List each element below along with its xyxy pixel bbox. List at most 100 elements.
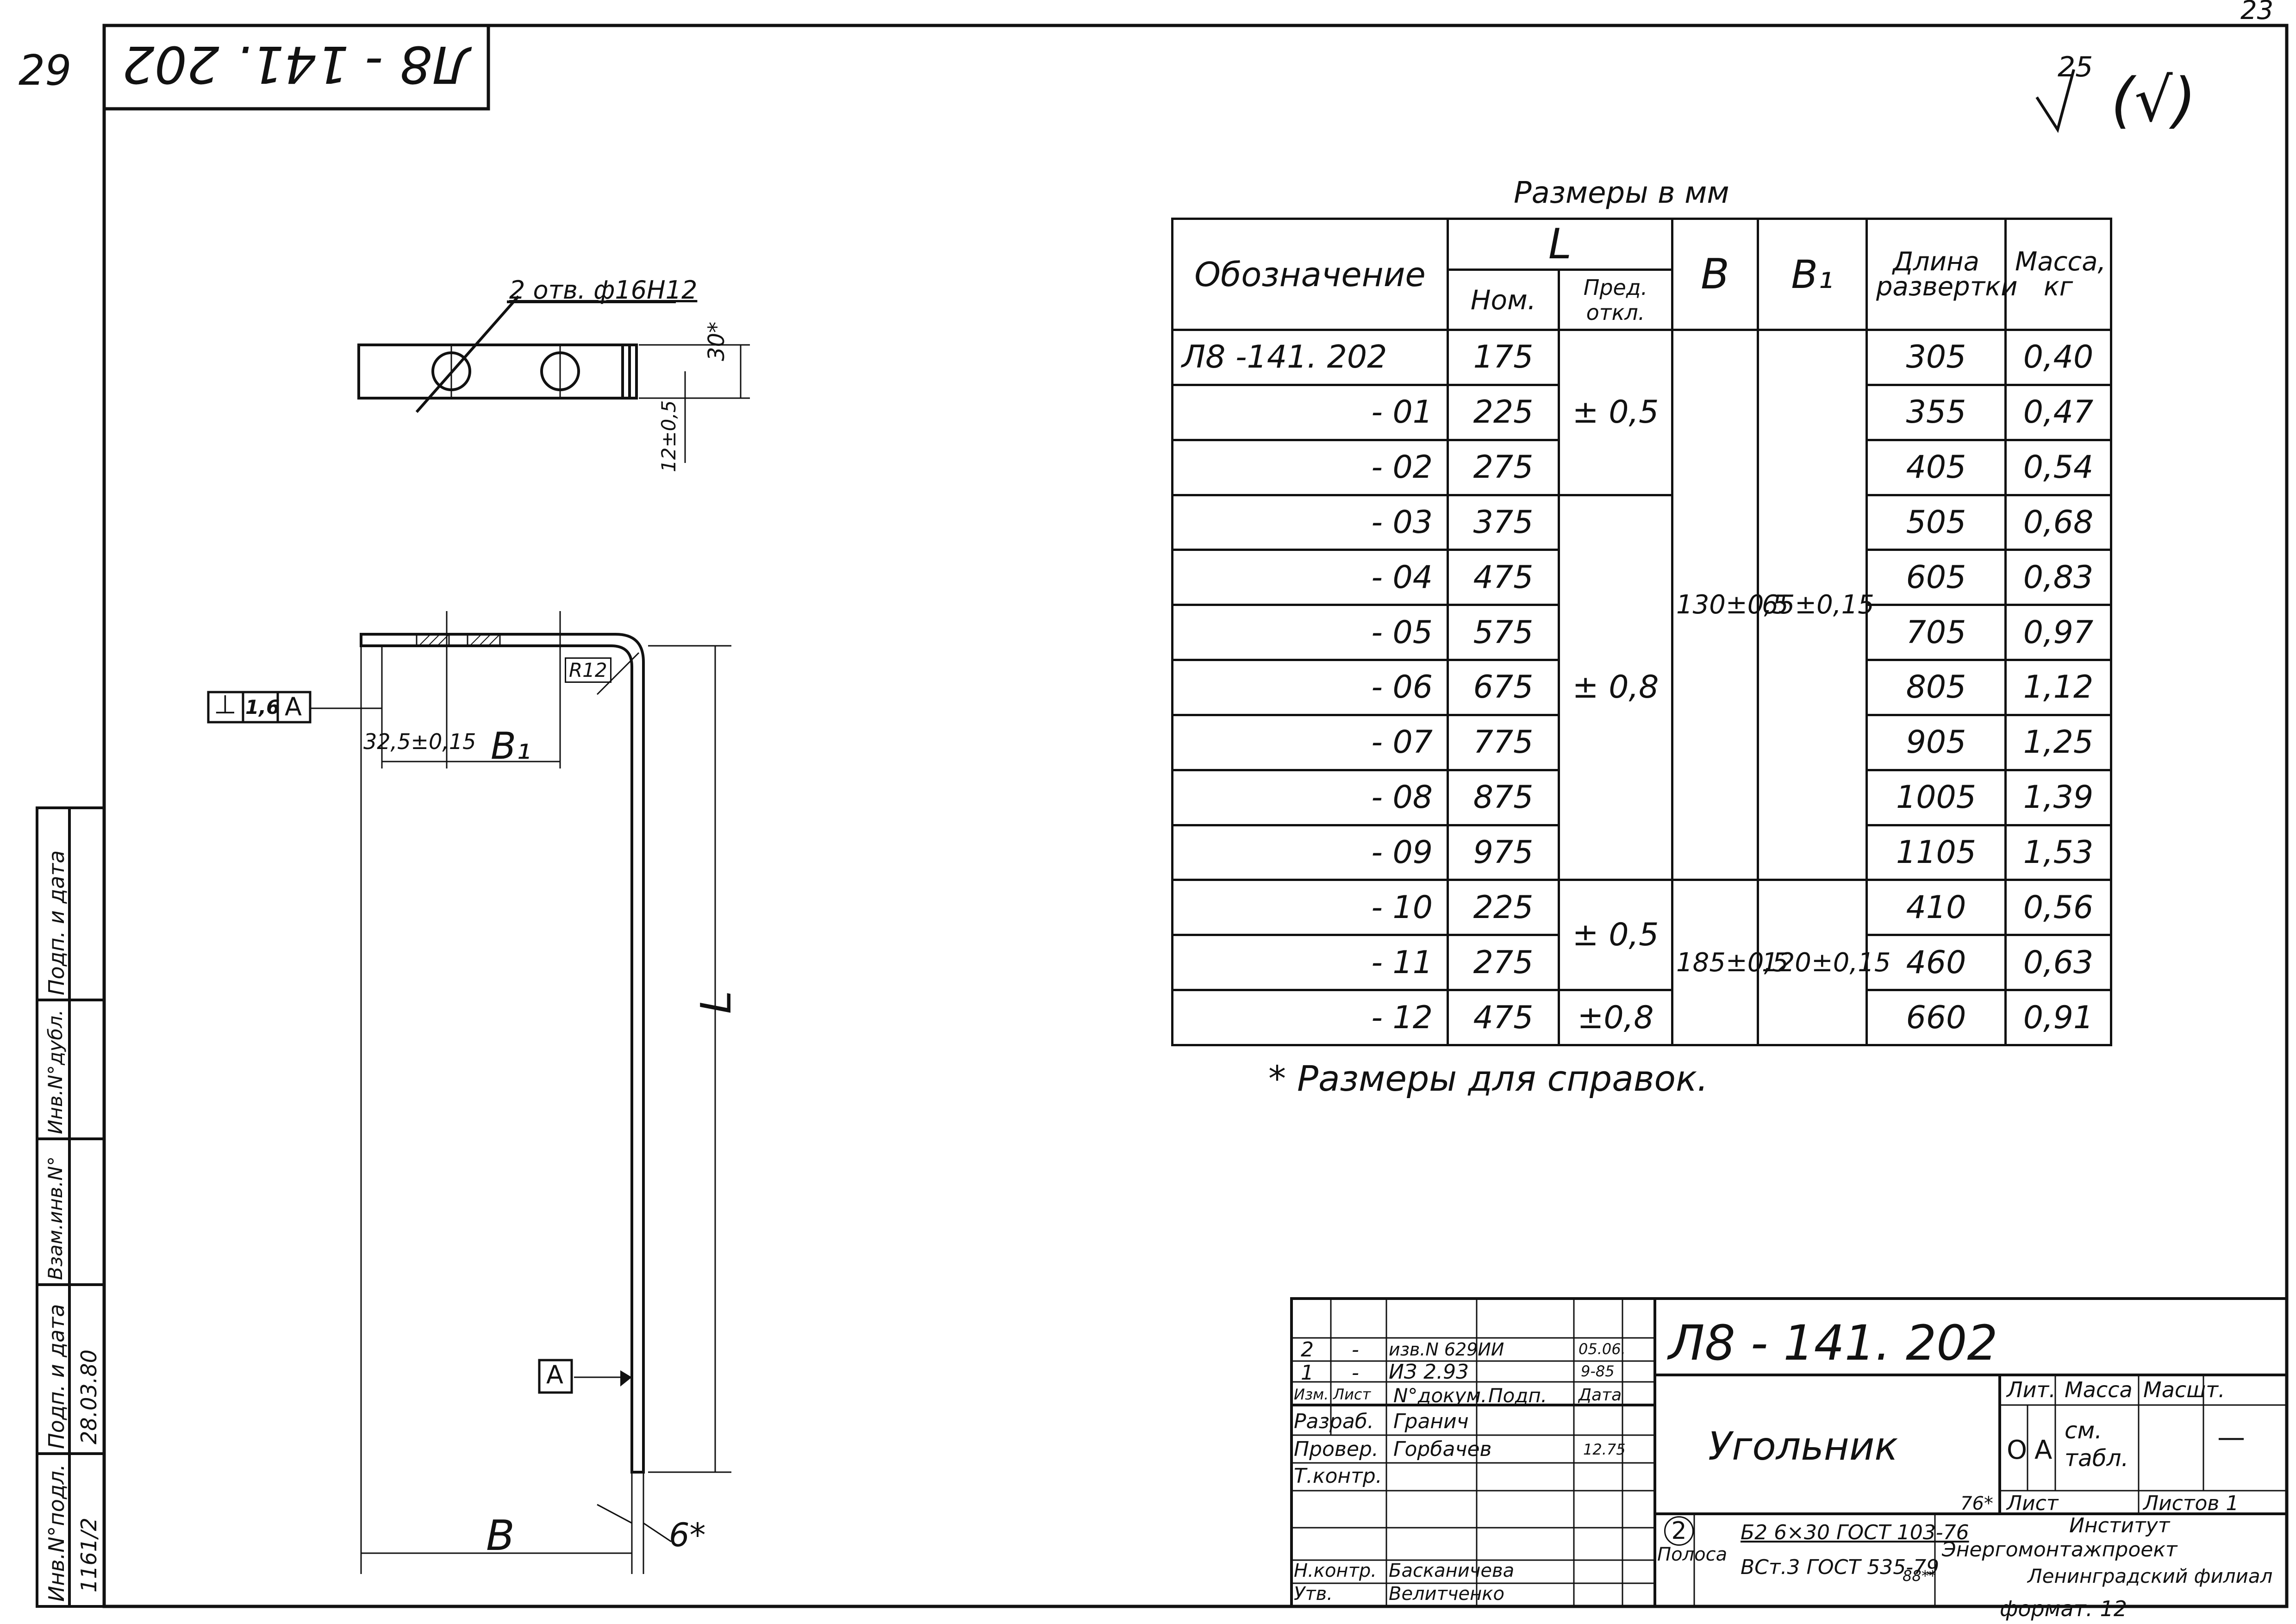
cell-nom: 475 — [1447, 989, 1560, 1046]
tolerance-value: 1,6 — [245, 696, 280, 718]
cell-length: 355 — [1866, 383, 2007, 441]
table-row: - 03 375 ± 0,8 505 0,68 — [1171, 493, 2112, 881]
cell-b: 130±0,5 — [1671, 328, 1789, 881]
cell-designation: - 02 — [1171, 438, 1449, 496]
cell-nom: 275 — [1447, 934, 1560, 992]
dim-6: 6* — [669, 1516, 706, 1554]
cell-mass: 0,47 — [2004, 383, 2112, 441]
cell-designation: - 03 — [1171, 493, 1449, 551]
radius-label: R12 — [565, 657, 611, 683]
table-row: - 02 275 405 0,54 — [1171, 438, 2112, 496]
header-tol: Пред. откл. — [1558, 269, 1673, 331]
cell-designation: - 09 — [1171, 824, 1449, 881]
cell-mass: 1,12 — [2004, 659, 2112, 716]
role-name: Басканичева — [1389, 1560, 1515, 1581]
header-mass: Масса, кг — [2004, 218, 2112, 331]
cell-nom: 375 — [1447, 493, 1560, 551]
cell-designation: - 06 — [1171, 659, 1449, 716]
cell-mass: 0,83 — [2004, 549, 2112, 606]
hdr-sign: Подп. — [1488, 1384, 1547, 1407]
tolerance-frame — [207, 691, 312, 724]
rev-date: 9-85 — [1581, 1362, 1615, 1380]
hdr-doc: N°докум. — [1393, 1384, 1487, 1407]
roughness-suffix: (√) — [2111, 65, 2196, 135]
rev-doc: ИЗ 2.93 — [1389, 1360, 1469, 1384]
cell-length: 1005 — [1866, 768, 2007, 826]
sidebar-value: 1161/2 — [76, 1518, 101, 1593]
header-l: L — [1447, 218, 1673, 271]
cell-designation: - 01 — [1171, 383, 1449, 441]
header-nom: Ном. — [1447, 269, 1560, 331]
material-ref: 88** — [1903, 1567, 1936, 1585]
cell-designation: - 07 — [1171, 713, 1449, 771]
table-row: - 01 225 355 0,47 — [1171, 383, 2112, 441]
cell-length: 605 — [1866, 549, 2007, 606]
rev-izm: 2 — [1301, 1338, 1314, 1362]
table-row: - 06 675 805 1,12 — [1171, 659, 2112, 716]
cell-mass: 0,40 — [2004, 329, 2112, 386]
cell-length: 705 — [1866, 604, 2007, 662]
cell-mass: 0,68 — [2004, 493, 2112, 551]
datum-a-label: A — [546, 1360, 563, 1389]
table-row: - 11 275 460 0,63 — [1171, 934, 2112, 992]
lit-label: Лит. — [2007, 1377, 2056, 1402]
rev-date: 05.06. — [1578, 1340, 1626, 1358]
table-caption: Размеры в мм — [1514, 176, 1729, 210]
cell-length: 505 — [1866, 493, 2007, 551]
cell-nom: 475 — [1447, 549, 1560, 606]
dim-b: B — [486, 1512, 515, 1560]
scale-label: Масшт. — [2143, 1377, 2225, 1402]
cell-length: 460 — [1866, 934, 2007, 992]
cell-nom: 575 — [1447, 604, 1560, 662]
material-spec-2: ВСт.3 ГОСТ 535-79 — [1741, 1555, 1940, 1579]
cell-length: 405 — [1866, 438, 2007, 496]
sidebar-label: Взам.инв.N° — [44, 1156, 67, 1280]
role-label: Разраб. — [1294, 1410, 1374, 1433]
header-b1: B₁ — [1757, 218, 1868, 331]
header-b: B — [1671, 218, 1759, 331]
cell-mass: 1,25 — [2004, 713, 2112, 771]
page-number-left: 29 — [19, 46, 72, 95]
cell-designation: - 11 — [1171, 934, 1449, 992]
cell-designation: Л8 -141. 202 — [1171, 329, 1449, 386]
cell-mass: 0,91 — [2004, 989, 2112, 1046]
lit-value-1: О — [2007, 1435, 2028, 1465]
cell-nom: 225 — [1447, 879, 1560, 937]
cell-length: 305 — [1866, 329, 2007, 386]
page-number-right: 23 — [2240, 0, 2274, 25]
sidebar-label: Инв.N°дубл. — [44, 1009, 67, 1134]
hdr-date: Дата — [1578, 1386, 1622, 1405]
cell-nom: 225 — [1447, 383, 1560, 441]
table-note: * Размеры для справок. — [1268, 1058, 1709, 1099]
titleblock-name: Угольник — [1708, 1424, 1898, 1469]
material-number: 2 — [1664, 1516, 1694, 1546]
cell-b1: 120±0,15 — [1757, 879, 1891, 1046]
cell-nom: 775 — [1447, 713, 1560, 771]
header-designation: Обозначение — [1171, 218, 1449, 331]
sheets-label: Листов 1 — [2143, 1492, 2239, 1515]
role-label: Т.контр. — [1294, 1464, 1382, 1488]
titleblock-designation: Л8 - 141. 202 — [1668, 1315, 1998, 1371]
sidebar-label: Подп. и дата — [44, 850, 69, 995]
cell-designation: - 10 — [1171, 879, 1449, 937]
material-name: Полоса — [1657, 1544, 1728, 1565]
role-date: 12.75 — [1583, 1441, 1626, 1458]
role-name: Гранич — [1393, 1410, 1469, 1433]
datum-a-box — [538, 1359, 573, 1394]
cell-length: 660 — [1866, 989, 2007, 1046]
cell-nom: 675 — [1447, 659, 1560, 716]
sidebar-label: Подп. и дата — [44, 1304, 69, 1449]
hole-callout: 2 отв. ф16Н12 — [509, 275, 698, 305]
cell-nom: 875 — [1447, 768, 1560, 826]
table-row: - 07 775 905 1,25 — [1171, 713, 2112, 771]
header-length: Длина развертки — [1866, 218, 2017, 331]
format-label: формат: 12 — [2000, 1596, 2128, 1621]
dimensions-table: Обозначение L B B₁ Длина развертки Масса… — [1171, 218, 2112, 1046]
role-label: Н.контр. — [1294, 1560, 1377, 1581]
rev-list: - — [1352, 1338, 1359, 1362]
role-label: Утв. — [1294, 1583, 1333, 1605]
table-row: - 09 975 1105 1,53 — [1171, 824, 2112, 881]
cell-mass: 0,56 — [2004, 879, 2112, 937]
